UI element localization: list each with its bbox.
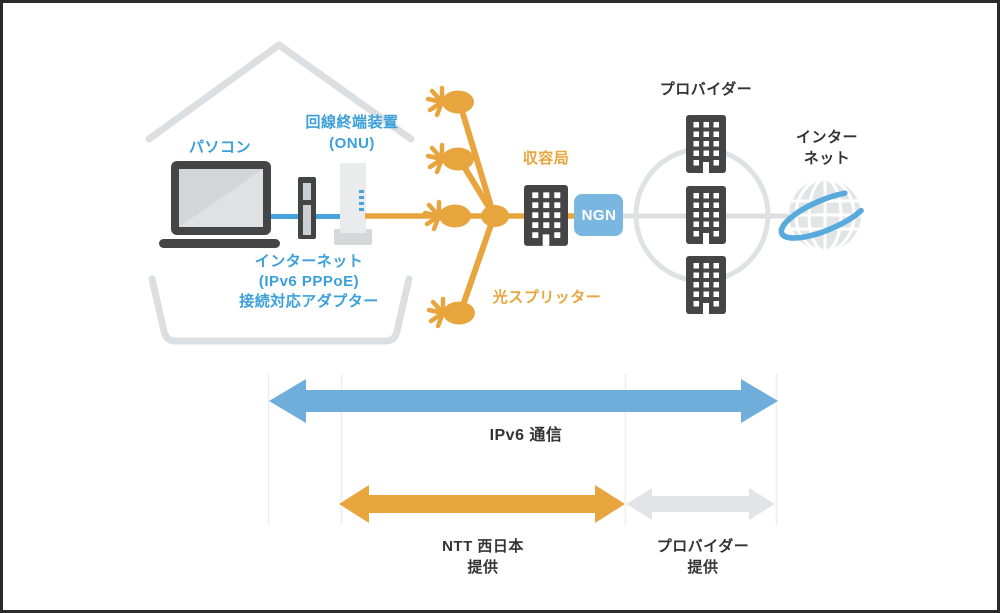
- adapter-icon: [298, 177, 316, 239]
- onu-icon: [334, 163, 372, 245]
- onu-label-line1: 回線終端装置: [305, 114, 399, 131]
- provider-span-label-line2: 提供: [687, 559, 719, 576]
- ntt-span-label: NTT 西日本 提供: [442, 536, 524, 578]
- splitter-icon: [365, 88, 578, 326]
- provider-span-label: プロバイダー 提供: [657, 536, 749, 578]
- globe-icon: [778, 177, 872, 253]
- onu-label-line2: (ONU): [329, 135, 375, 152]
- provider-span-arrow: [626, 488, 775, 520]
- adapter-label-line1: インターネット: [254, 253, 364, 270]
- onu-label: 回線終端装置 (ONU): [305, 112, 398, 154]
- splitter-label: 光スプリッター: [492, 289, 602, 306]
- adapter-label: インターネット (IPv6 PPPoE) 接続対応アダプター: [239, 252, 379, 312]
- ntt-span-label-line1: NTT 西日本: [442, 538, 524, 555]
- adapter-label-line3: 接続対応アダプター: [239, 293, 379, 310]
- provider-buildings-icon: [623, 115, 793, 314]
- office-building-icon: [524, 185, 568, 246]
- internet-label-line2: ネット: [803, 150, 851, 167]
- ngn-label: NGN: [581, 207, 617, 224]
- internet-label: インター ネット: [796, 127, 858, 169]
- network-diagram-art: [145, 41, 872, 525]
- house-icon: [145, 41, 415, 345]
- adapter-label-line2: (IPv6 PPPoE): [258, 273, 360, 290]
- laptop-icon: [159, 161, 280, 248]
- ntt-span-label-line2: 提供: [467, 559, 499, 576]
- ntt-span-arrow: [339, 485, 625, 523]
- ipv6-span-label: IPv6 通信: [489, 427, 563, 444]
- office-label: 収容局: [522, 150, 570, 167]
- ipv6-span-arrow: [269, 379, 778, 423]
- provider-span-label-line1: プロバイダー: [656, 538, 750, 555]
- provider-label: プロバイダー: [659, 81, 753, 98]
- ngn-box: [574, 194, 623, 236]
- internet-label-line1: インター: [795, 129, 859, 146]
- pc-label: パソコン: [188, 139, 252, 156]
